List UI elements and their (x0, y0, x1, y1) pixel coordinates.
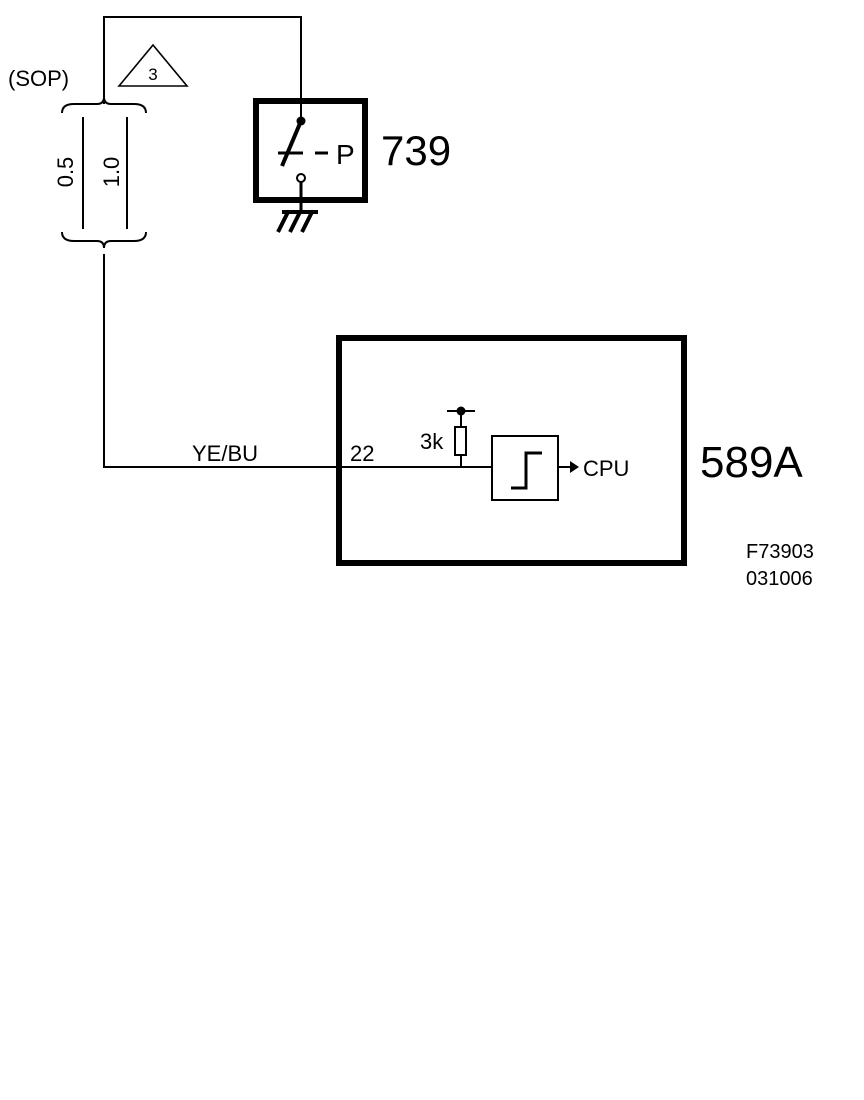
lower-brace (61, 231, 147, 249)
figure-date: 031006 (746, 568, 813, 590)
ecu-id: 589A (700, 438, 803, 487)
wire-size-a: 0.5 (53, 157, 78, 188)
figure-ref: F73903 (746, 541, 814, 563)
switch-blade (280, 120, 303, 167)
pressure-label: P (336, 139, 355, 170)
note-number: 3 (148, 65, 157, 84)
wire-color-label: YE/BU (192, 441, 258, 466)
switch-box (253, 98, 368, 203)
wire-size-b: 1.0 (99, 157, 124, 188)
step-icon (511, 451, 542, 490)
switch-id: 739 (381, 127, 451, 174)
resistor (454, 426, 467, 456)
cpu-label: CPU (583, 456, 629, 481)
wire-ye-bu (103, 254, 492, 468)
sop-label: (SOP) (8, 66, 69, 91)
upper-brace (61, 96, 147, 114)
wire-top-loop (103, 16, 302, 120)
resistor-value: 3k (420, 429, 444, 454)
note-triangle-icon (117, 43, 189, 87)
pin-number: 22 (350, 441, 374, 466)
ground-icon (276, 210, 318, 233)
arrow-icon (570, 461, 579, 473)
switch-contact-bottom (296, 173, 306, 183)
ecu-box (336, 335, 687, 566)
